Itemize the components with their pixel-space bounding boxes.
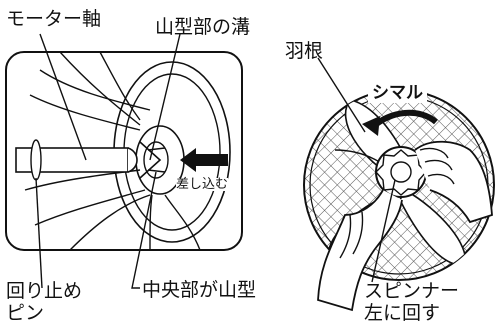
leader-blade — [317, 57, 366, 133]
stop-pin — [30, 139, 42, 181]
leader-motor-shaft — [39, 33, 87, 161]
leader-groove — [149, 33, 181, 161]
label-stop-pin: 回り止め ピン — [6, 280, 83, 324]
leader-center — [131, 171, 157, 289]
motor-shaft — [15, 139, 138, 181]
right-fan-panel — [303, 89, 495, 312]
leader-stop-pin — [35, 177, 43, 289]
insert-arrow — [180, 148, 228, 172]
leader-spinner — [371, 179, 396, 283]
label-blade: 羽根 — [285, 40, 324, 62]
rib-curve — [39, 69, 151, 111]
label-tighten: シマル — [368, 84, 427, 103]
left-hand — [317, 189, 403, 312]
left-detail-panel — [5, 51, 243, 251]
label-insert: 差し込む — [176, 177, 229, 192]
leader-lines-right — [317, 57, 396, 283]
label-center: 中央部が山型 — [142, 279, 257, 301]
leader-lines-left — [35, 33, 181, 289]
label-spinner: スピンナー 左に回す — [364, 280, 460, 324]
label-motor-shaft: モーター軸 — [6, 8, 102, 30]
label-groove: 山型部の溝 — [155, 16, 251, 38]
